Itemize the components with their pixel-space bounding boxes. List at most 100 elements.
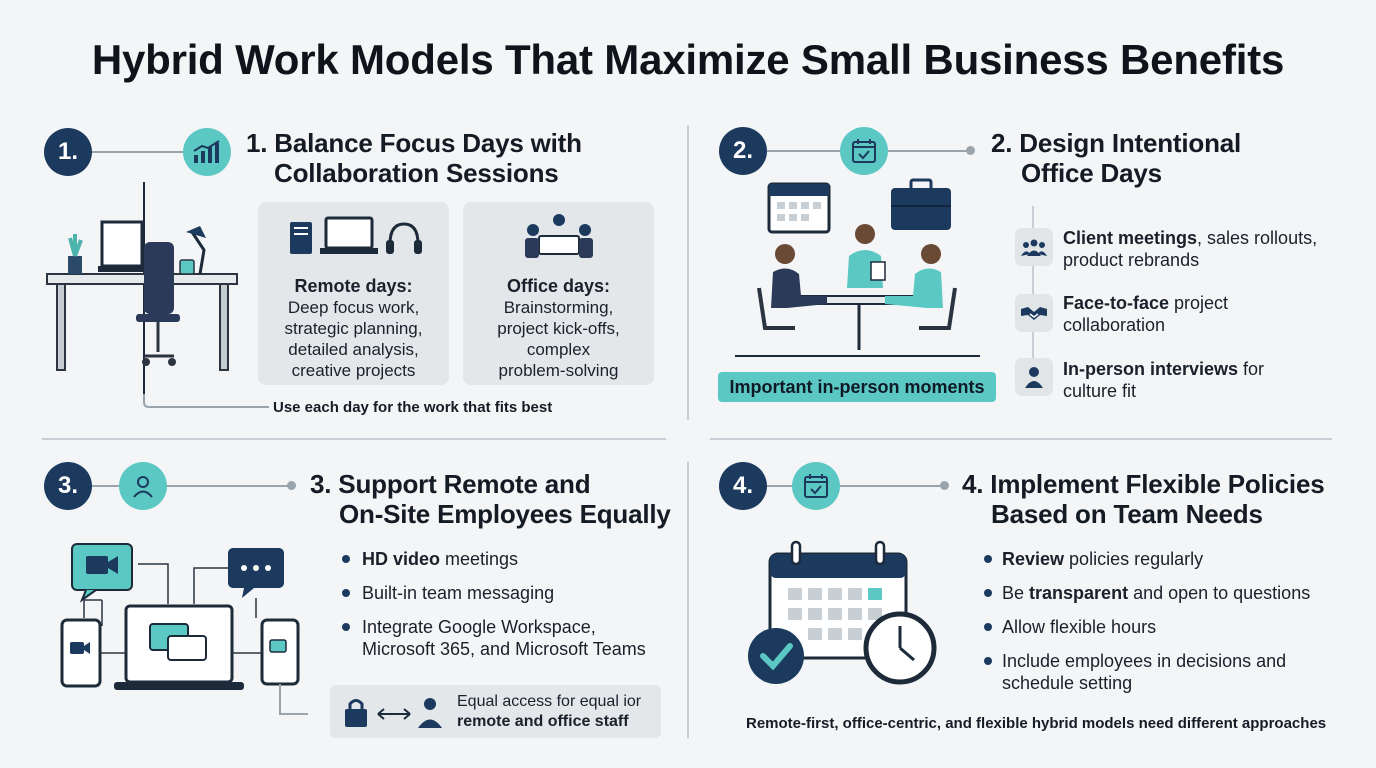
section-4-title-line1: 4. Implement Flexible Policies (962, 469, 1325, 499)
meeting-table-icon (525, 214, 593, 258)
bullet-dot (342, 589, 350, 597)
section-3-title-line2: On-Site Employees Equally (339, 499, 671, 529)
bullet-dot (342, 623, 350, 631)
bullet-dot (984, 657, 992, 665)
support-item: HD video meetings (362, 548, 518, 570)
connected-devices-illustration (60, 543, 308, 715)
office-day-item: Client meetings, sales rollouts, product… (1063, 227, 1317, 271)
support-item: Built-in team messaging (362, 583, 555, 603)
section-3-number: 3. (44, 462, 92, 510)
section-2-number: 2. (719, 127, 767, 175)
chart-growth-icon (183, 128, 231, 176)
section-1-title-line2: Collaboration Sessions (274, 158, 559, 188)
remote-days-heading: Remote days: (294, 276, 413, 296)
section-3-connector-right (167, 485, 289, 487)
equal-access-text: Equal access for equal ior remote and of… (457, 692, 641, 732)
section-1-title-line1: 1. Balance Focus Days with (246, 128, 582, 158)
section-4-connector-right (840, 485, 942, 487)
section-4-caption: Remote-first, office-centric, and flexib… (746, 715, 1327, 732)
section-4-connector-left (767, 485, 793, 487)
office-day-item-rest: for (1238, 359, 1265, 379)
connector-dot (966, 146, 975, 155)
section-1-number: 1. (44, 128, 92, 176)
office-day-item-line2: product rebrands (1063, 250, 1200, 270)
policy-item-rest: and open to questions (1128, 583, 1311, 603)
user-icon (119, 462, 167, 510)
section-3-title: 3. Support Remote and On-Site Employees … (310, 469, 671, 529)
section-2-connector-right (888, 150, 968, 152)
calendar-clock-illustration (748, 540, 937, 685)
connector-dot (940, 481, 949, 490)
section-3-connector-left (92, 485, 120, 487)
bullet-dot (984, 589, 992, 597)
remote-days-line: detailed analysis, (288, 340, 419, 359)
office-day-item-rest: , sales rollouts, (1197, 228, 1318, 248)
group-icon (1015, 228, 1053, 266)
bullet-dot (342, 555, 350, 563)
office-day-item: In-person interviews for culture fit (1063, 358, 1264, 402)
section-3-title-line1: 3. Support Remote and (310, 469, 591, 499)
policy-item-bold: Review (1002, 549, 1065, 569)
divider-horizontal-left (42, 438, 666, 440)
notebook-laptop-headset-icon (290, 216, 422, 254)
office-meeting-illustration (735, 178, 980, 357)
caption-connector (143, 394, 269, 408)
policy-item-rest: policies regularly (1064, 549, 1204, 569)
office-day-item-bold: In-person interviews (1063, 359, 1239, 379)
remote-days-line: Deep focus work, (287, 298, 420, 317)
lock-arrows-person-icon (345, 698, 442, 728)
policy-item: Review policies regularly (1002, 548, 1203, 570)
divider-vertical-top (687, 125, 689, 420)
office-days-card: Office days: Brainstorming, project kick… (463, 202, 654, 385)
policy-item-bold: transparent (1029, 583, 1129, 603)
support-item-bold: HD video (362, 549, 441, 569)
section-1-connector (92, 151, 184, 153)
office-day-item: Face-to-face project collaboration (1063, 292, 1228, 336)
policy-item-pre: Be (1002, 583, 1030, 603)
office-day-item-line2: collaboration (1063, 315, 1166, 335)
support-item-rest: meetings (440, 549, 519, 569)
office-day-item-line2: culture fit (1063, 381, 1137, 401)
divider-horizontal-right (710, 438, 1332, 440)
office-day-item-bold: Client meetings (1063, 228, 1198, 248)
remote-days-card: Remote days: Deep focus work, strategic … (258, 202, 449, 385)
calendar-check-icon (840, 127, 888, 175)
section-2-title: 2. Design Intentional Office Days (991, 128, 1241, 188)
section-1-caption: Use each day for the work that fits best (273, 399, 553, 416)
section-2-title-line2: Office Days (1021, 158, 1162, 188)
office-day-item-rest: project (1169, 293, 1229, 313)
office-days-heading: Office days: (506, 276, 611, 296)
policy-item: Allow flexible hours (1002, 617, 1157, 637)
in-person-moments-badge: Important in-person moments (718, 372, 996, 402)
page-title: Hybrid Work Models That Maximize Small B… (91, 36, 1285, 83)
office-days-line: project kick-offs, (497, 319, 620, 338)
desk-workspace-illustration (46, 182, 238, 398)
office-days-line: problem-solving (498, 361, 619, 380)
section-4-title: 4. Implement Flexible Policies Based on … (962, 469, 1325, 529)
handshake-icon (1015, 294, 1053, 332)
section-4-title-line2: Based on Team Needs (991, 499, 1263, 529)
office-days-line: complex (526, 340, 591, 359)
section-2-title-line1: 2. Design Intentional (991, 128, 1242, 158)
policy-item: Include employees in decisions and sched… (1002, 650, 1286, 694)
section-2-item-connector (1032, 206, 1034, 376)
policy-item-line2: schedule setting (1002, 673, 1133, 693)
connector-dot (287, 481, 296, 490)
equal-access-card: Equal access for equal ior remote and of… (330, 685, 661, 738)
bullet-dot (984, 555, 992, 563)
equal-access-line1: Equal access for equal ior (457, 693, 642, 710)
equal-access-line2: remote and office staff (457, 713, 629, 730)
section-1-title: 1. Balance Focus Days with Collaboration… (246, 128, 582, 188)
divider-vertical-bottom (687, 462, 689, 738)
calendar-check-icon (792, 462, 840, 510)
person-icon (1015, 358, 1053, 396)
support-item: Integrate Google Workspace, Microsoft 36… (362, 616, 646, 660)
support-item-line2: Microsoft 365, and Microsoft Teams (362, 639, 646, 659)
section-2-connector-left (767, 150, 841, 152)
policy-item: Be transparent and open to questions (1002, 582, 1310, 604)
office-days-line: Brainstorming, (503, 298, 614, 317)
remote-days-line: creative projects (291, 361, 416, 380)
office-day-item-bold: Face-to-face (1063, 293, 1170, 313)
support-item-line1: Integrate Google Workspace, (362, 617, 596, 637)
policy-item-line1: Include employees in decisions and (1002, 651, 1287, 671)
